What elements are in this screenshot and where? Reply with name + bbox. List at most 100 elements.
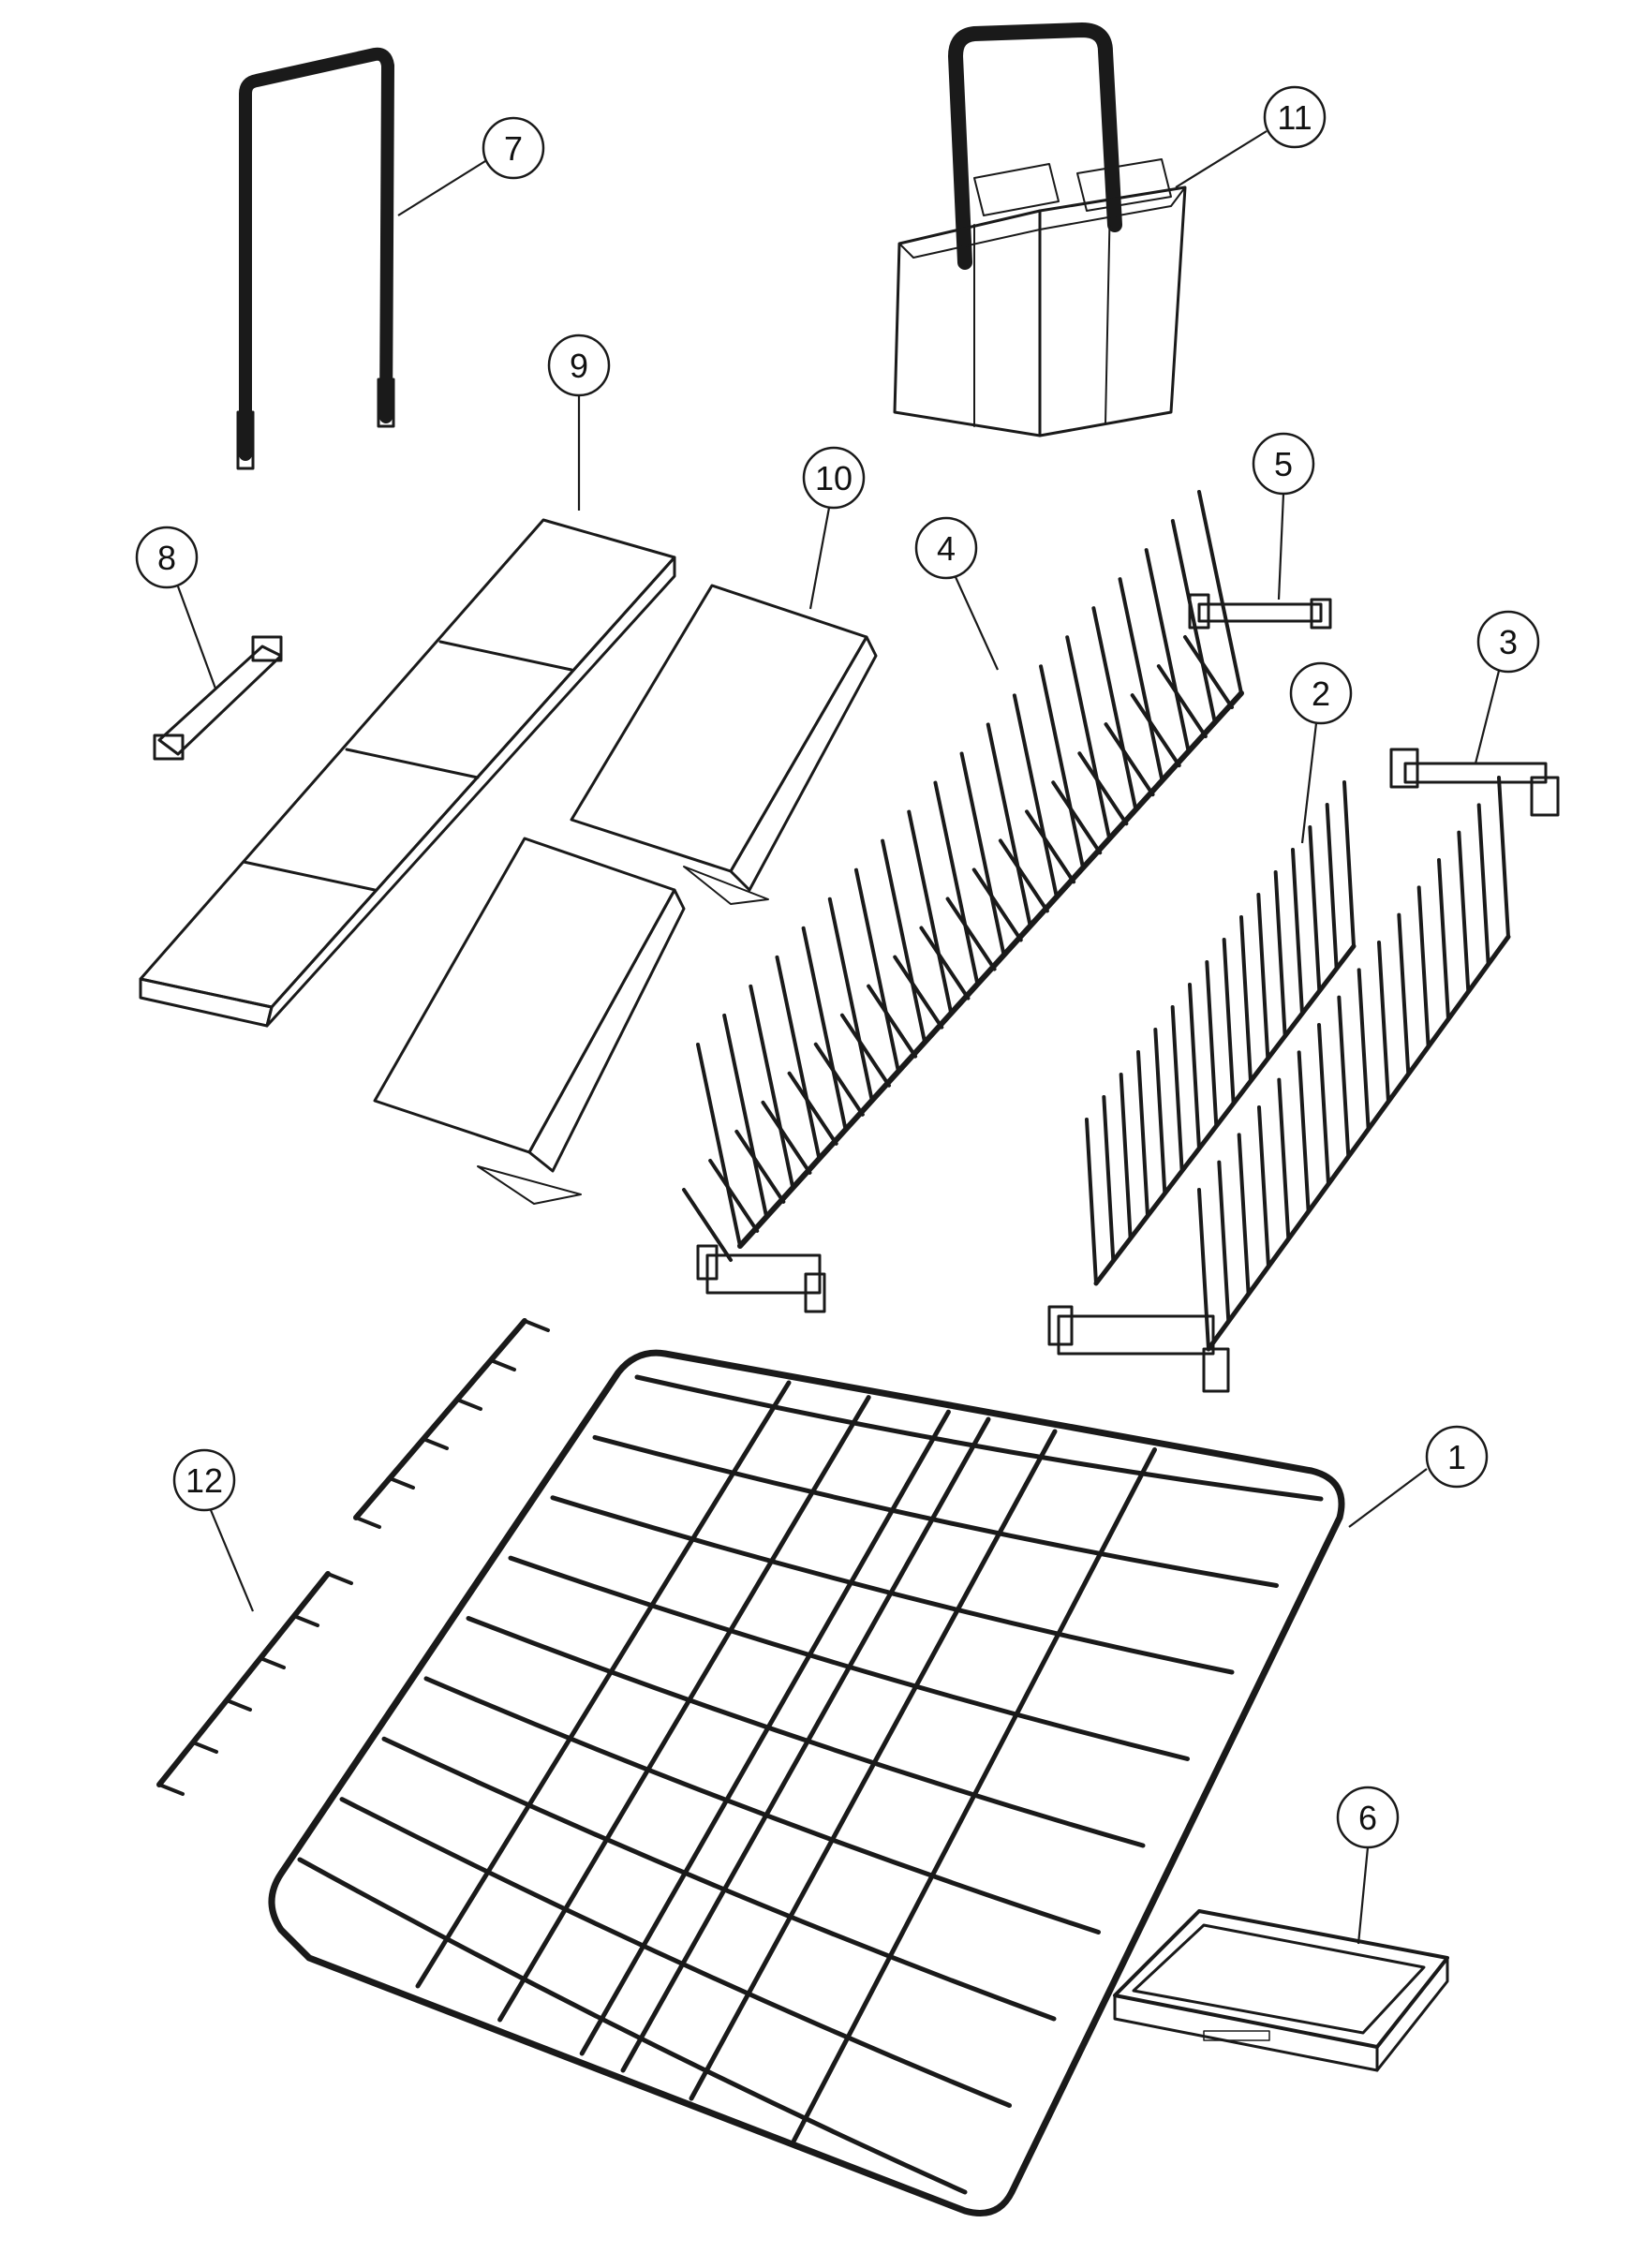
- part-4-tine-row: [682, 490, 1244, 1313]
- wire-segment: [761, 1100, 812, 1175]
- callout-9-label: 9: [570, 347, 588, 385]
- callout-8-circle: [135, 526, 199, 589]
- part-9-grid-rack: [139, 518, 676, 1028]
- callout-1-leader: [1348, 1468, 1428, 1528]
- wire-segment: [827, 897, 874, 1103]
- callout-7-circle: [482, 116, 545, 180]
- callout-7-label: 7: [504, 129, 523, 168]
- callout-3-circle: [1476, 610, 1540, 674]
- wire-segment: [1197, 1188, 1210, 1351]
- callout-8: 8: [135, 526, 217, 689]
- wire-segment: [1065, 635, 1112, 841]
- wire-segment: [1091, 606, 1138, 812]
- wire-segment: [1497, 776, 1510, 939]
- wire-segment: [1102, 1095, 1116, 1263]
- wire-segment: [388, 1476, 415, 1490]
- wire-segment: [792, 1447, 1157, 2143]
- wire-segment: [893, 955, 944, 1030]
- wire-segment: [592, 1434, 1279, 1588]
- callout-1-label: 1: [1447, 1438, 1466, 1476]
- wire-segment: [423, 1676, 1101, 1934]
- wire-segment: [1197, 490, 1243, 695]
- wire-segment: [1025, 809, 1076, 884]
- callout-6-leader: [1357, 1846, 1370, 1945]
- callout-12-label: 12: [185, 1461, 223, 1500]
- wire-segment: [1291, 848, 1304, 1015]
- wire-segment: [1476, 803, 1490, 967]
- wire-segment: [722, 1013, 769, 1219]
- wire-segment: [1317, 1023, 1330, 1186]
- wire-segment: [297, 1857, 968, 2195]
- callout-12: 12: [172, 1448, 255, 1612]
- wire-segment: [1437, 858, 1450, 1021]
- wire-segment: [919, 926, 971, 1001]
- wire-segment: [1457, 830, 1471, 994]
- callout-11-label: 11: [1277, 98, 1312, 137]
- wire-segment: [455, 1398, 482, 1411]
- wire-segment: [1217, 1160, 1231, 1324]
- part-11-cutlery-basket: [893, 22, 1187, 437]
- wire-segment: [689, 1429, 1058, 2101]
- part-8-clip: [153, 635, 283, 761]
- callout-4-leader: [954, 576, 1000, 671]
- wire-segment: [1119, 1073, 1133, 1240]
- part-6-tray: [1113, 1909, 1449, 2072]
- part-7-handle: [236, 47, 395, 470]
- callout-11-leader: [1175, 130, 1268, 188]
- callout-6-label: 6: [1358, 1799, 1377, 1837]
- callout-2-label: 2: [1312, 674, 1330, 713]
- wire-segment: [1325, 803, 1339, 971]
- wire-segment: [1170, 519, 1217, 725]
- callout-10: 10: [802, 446, 866, 610]
- wire-segment: [620, 1416, 991, 2073]
- callout-3-leader: [1474, 670, 1501, 764]
- wire-segment: [1144, 548, 1191, 754]
- wire-segment: [881, 838, 927, 1045]
- wire-segment: [634, 1374, 1324, 1502]
- wire-segment: [1257, 1105, 1270, 1268]
- wire-segment: [157, 1783, 185, 1796]
- callout-5: 5: [1252, 432, 1315, 600]
- callout-11: 11: [1175, 85, 1327, 188]
- wire-segment: [1183, 635, 1234, 709]
- wire-segment: [497, 1395, 871, 2023]
- wire-segment: [787, 1071, 838, 1146]
- wire-segment: [1256, 893, 1270, 1060]
- callout-2-leader: [1300, 722, 1318, 844]
- wire-segment: [1273, 870, 1287, 1038]
- callout-10-circle: [802, 446, 866, 510]
- callout-2-circle: [1289, 661, 1353, 725]
- wire-segment: [933, 780, 980, 986]
- wire-segment: [1188, 983, 1201, 1150]
- wire-segment: [1308, 825, 1322, 993]
- wire-segment: [708, 1158, 760, 1233]
- callout-8-label: 8: [157, 539, 176, 577]
- wire-segment: [523, 1319, 550, 1332]
- callout-2: 2: [1289, 661, 1353, 844]
- wire-segment: [945, 897, 997, 971]
- wire-segment: [259, 1656, 286, 1669]
- wire-segment: [1104, 722, 1155, 797]
- wire-segment: [775, 955, 822, 1161]
- wire-segment: [550, 1495, 1235, 1675]
- wire-segment: [1130, 693, 1181, 768]
- wire-segment: [1237, 1133, 1251, 1297]
- callout-8-leader: [176, 586, 217, 689]
- wire-segment: [959, 751, 1006, 957]
- wire-segment: [853, 867, 900, 1074]
- wire-segment: [1416, 885, 1431, 1049]
- wire-segment: [867, 984, 918, 1059]
- wire-segment: [1051, 780, 1103, 855]
- wire-segment: [1039, 664, 1086, 870]
- callout-7-leader: [397, 160, 486, 216]
- wire-segment: [1156, 664, 1208, 739]
- part-3-bracket: [1389, 748, 1560, 817]
- callout-7: 7: [397, 116, 545, 216]
- wire-segment: [986, 722, 1032, 928]
- wire-segment: [1397, 912, 1411, 1076]
- callout-4-circle: [914, 516, 978, 580]
- callout-11-circle: [1263, 85, 1327, 149]
- wire-segment: [749, 984, 795, 1190]
- part-12-side-rails: [156, 1318, 550, 1796]
